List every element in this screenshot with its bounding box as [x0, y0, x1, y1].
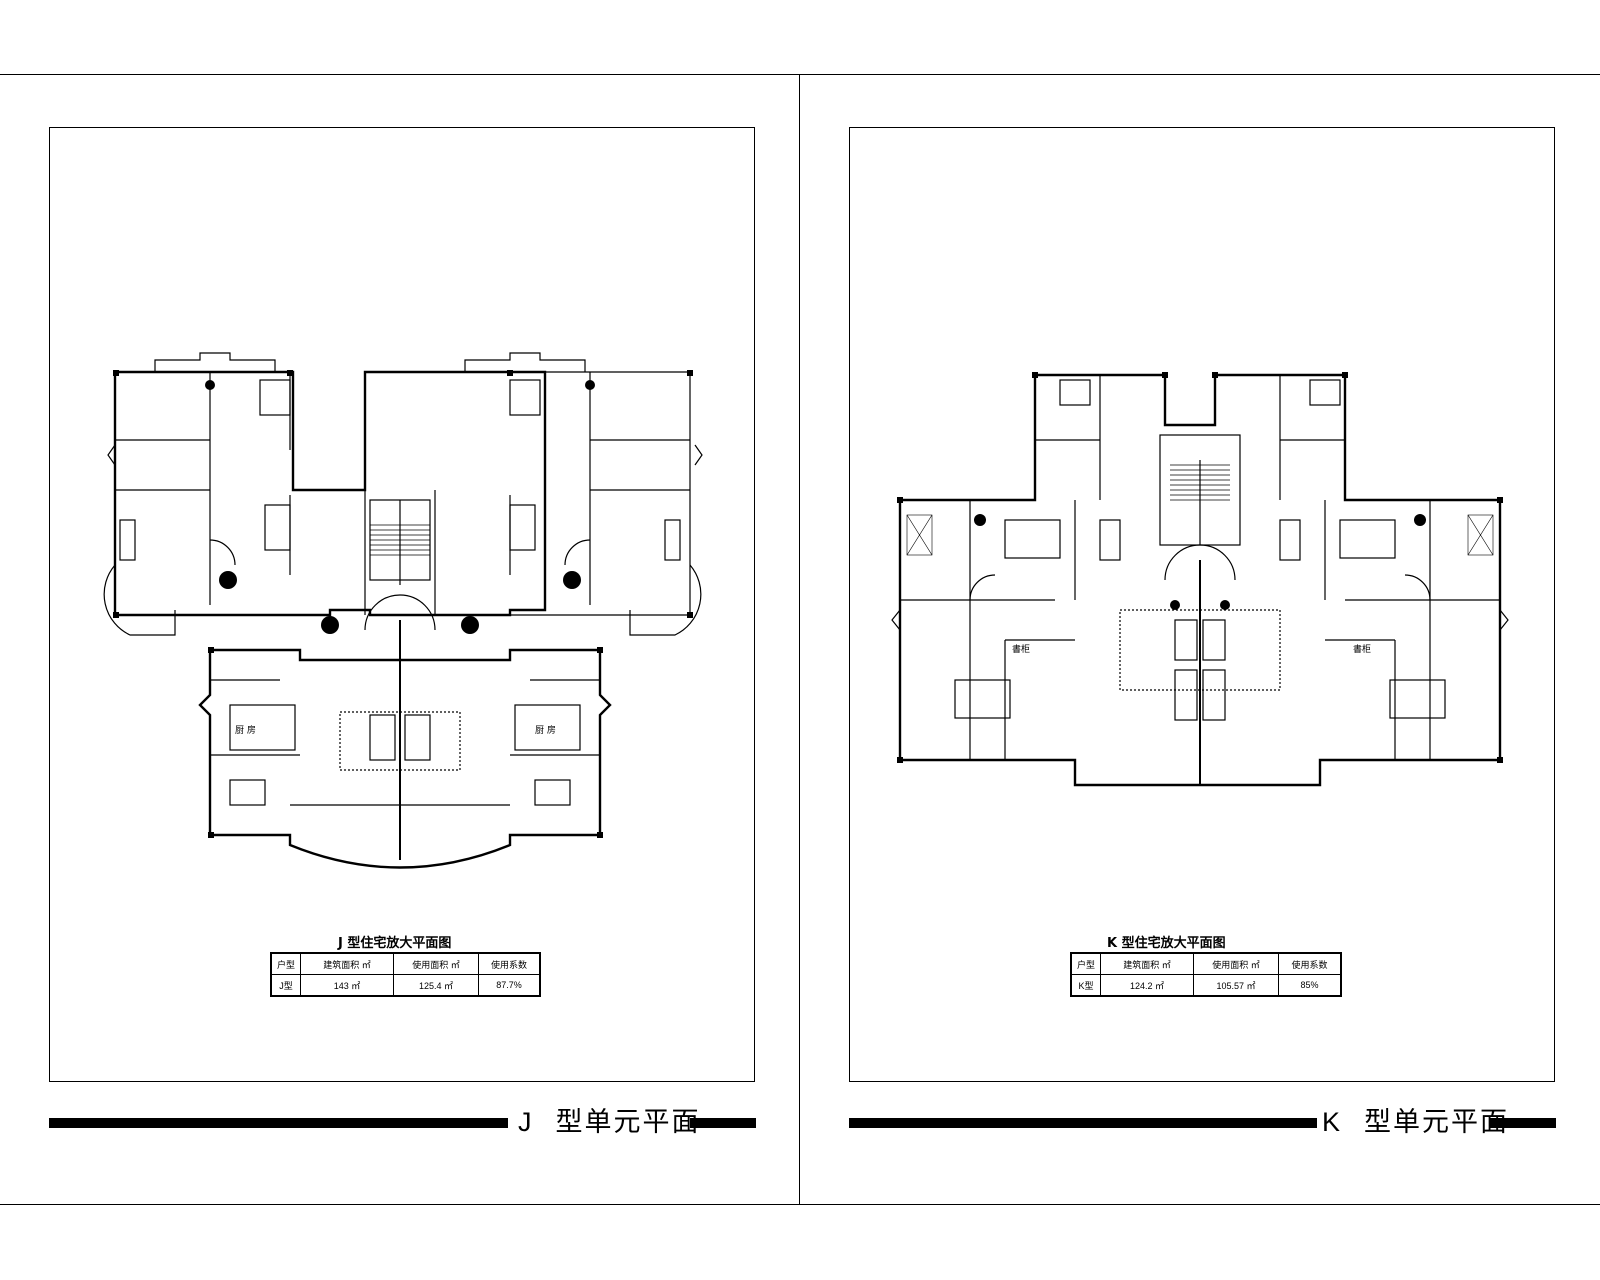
- k-type-floor-plan: 書柜 書柜: [891, 372, 1509, 787]
- right-inner-frame: [849, 127, 1555, 1082]
- j-header-building-area-unit: ㎡: [361, 959, 371, 970]
- k-header-usable-area-unit: ㎡: [1250, 959, 1260, 970]
- j-header-ratio: 使用系数: [478, 952, 541, 975]
- j-header-building-area: 建筑面积 ㎡: [300, 952, 394, 975]
- k-area-table: 户型 建筑面积 ㎡ 使用面积 ㎡ 使用系数 K型 124.2 ㎡ 105.57 …: [1070, 952, 1342, 997]
- j-type-floor-plan: 厨 房 厨 房: [103, 352, 703, 869]
- j-area-table: 户型 建筑面积 ㎡ 使用面积 ㎡ 使用系数 J型 143 ㎡ 125.4 ㎡ 8…: [270, 952, 541, 997]
- left-inner-frame: [49, 127, 755, 1082]
- j-cell-building-area: 143 ㎡: [300, 974, 394, 997]
- k-header-building-area: 建筑面积 ㎡: [1100, 952, 1194, 975]
- j-cell-usable-area: 125.4 ㎡: [393, 974, 479, 997]
- j-header-usable-area-label: 使用面积: [412, 959, 449, 970]
- j-title-bar-left: [49, 1118, 508, 1128]
- j-header-usable-area: 使用面积 ㎡: [393, 952, 479, 975]
- k-header-usable-area: 使用面积 ㎡: [1193, 952, 1279, 975]
- k-sheet-title-letter: K: [1322, 1107, 1343, 1137]
- k-header-unit: 户型: [1070, 952, 1101, 975]
- j-kitchen-label-left: 厨 房: [235, 724, 256, 736]
- k-header-ratio: 使用系数: [1278, 952, 1342, 975]
- k-sheet-title: K 型单元平面: [1322, 1107, 1509, 1137]
- j-header-unit: 户型: [270, 952, 301, 975]
- j-cell-ratio: 87.7%: [478, 974, 541, 997]
- j-sheet-title-letter: J: [518, 1107, 534, 1137]
- k-header-building-area-label: 建筑面积: [1123, 959, 1160, 970]
- k-cell-ratio: 85%: [1278, 974, 1342, 997]
- k-header-building-area-unit: ㎡: [1161, 959, 1171, 970]
- j-title-bar-right: [690, 1118, 756, 1128]
- j-cell-unit: J型: [270, 974, 301, 997]
- right-drawing-sheet: [799, 74, 1600, 1205]
- j-sheet-title-text: 型单元平面: [555, 1107, 701, 1137]
- k-header-usable-area-label: 使用面积: [1212, 959, 1249, 970]
- k-title-bar-right: [1490, 1118, 1556, 1128]
- j-header-usable-area-unit: ㎡: [450, 959, 460, 970]
- k-cell-usable-area: 105.57 ㎡: [1193, 974, 1279, 997]
- k-bookcase-label-right: 書柜: [1353, 643, 1371, 655]
- k-cell-unit: K型: [1070, 974, 1101, 997]
- k-title-bar-left: [849, 1118, 1317, 1128]
- j-header-building-area-label: 建筑面积: [323, 959, 360, 970]
- j-kitchen-label-right: 厨 房: [535, 724, 556, 736]
- j-sheet-title: J 型单元平面: [518, 1107, 701, 1137]
- j-plan-title: J 型住宅放大平面图: [338, 936, 452, 951]
- k-bookcase-label-left: 書柜: [1012, 643, 1030, 655]
- k-plan-title: K 型住宅放大平面图: [1107, 936, 1226, 951]
- k-cell-building-area: 124.2 ㎡: [1100, 974, 1194, 997]
- k-sheet-title-text: 型单元平面: [1364, 1107, 1510, 1137]
